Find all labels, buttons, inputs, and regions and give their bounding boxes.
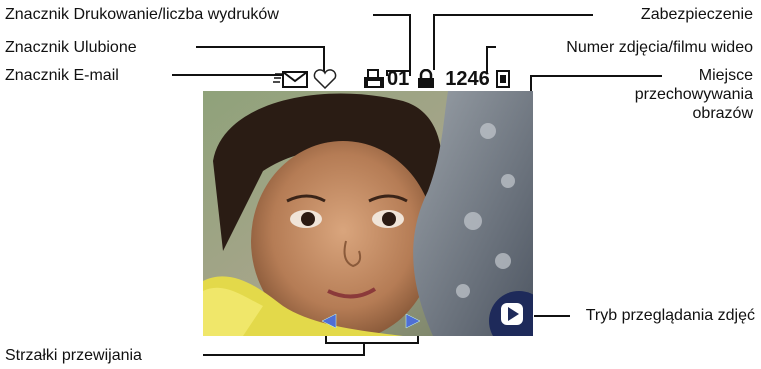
label-number: Numer zdjęcia/filmu wideo [566, 39, 753, 56]
leader-print-h [373, 14, 410, 16]
leader-protect-v [433, 14, 435, 70]
leader-favorite-v [323, 46, 325, 76]
scroll-arrow-left-icon[interactable] [321, 313, 337, 329]
picture-number: 1246 [445, 67, 490, 90]
leader-favorite-h [196, 46, 324, 48]
leader-review [534, 315, 570, 317]
label-favorite: Znacznik Ulubione [5, 39, 137, 56]
leader-print-bracket-l [386, 70, 388, 76]
leader-number-h [486, 46, 496, 48]
photo-preview [203, 91, 533, 336]
lock-icon [417, 68, 435, 89]
scroll-arrow-right-icon[interactable] [405, 313, 421, 329]
status-bar: 01 1246 [273, 67, 510, 91]
label-review: Tryb przeglądania zdjęć [585, 307, 755, 324]
leader-scroll-bracket [325, 342, 419, 344]
leader-scroll-bracket-r [417, 334, 419, 344]
print-icon [363, 69, 385, 89]
label-protect: Zabezpieczenie [640, 6, 753, 23]
label-print: Znacznik Drukowanie/liczba wydruków [5, 6, 279, 23]
leader-print-v [409, 14, 411, 70]
leader-storage-v [530, 75, 532, 91]
leader-protect-h [433, 14, 593, 16]
leader-scroll-v [363, 343, 365, 356]
label-scroll: Strzałki przewijania [5, 347, 142, 364]
print-count: 01 [387, 67, 410, 90]
leader-print-bracket [386, 70, 411, 72]
leader-scroll-h [203, 354, 364, 356]
heart-icon [313, 69, 337, 90]
leader-email [172, 74, 290, 76]
leader-print-bracket-r [409, 70, 411, 76]
storage-card-icon [495, 70, 510, 88]
leader-number-v [486, 46, 488, 74]
email-icon [273, 69, 309, 89]
label-email: Znacznik E-mail [5, 67, 119, 84]
leader-scroll-bracket-l [325, 334, 327, 344]
review-mode-icon [489, 291, 533, 336]
leader-storage-h [530, 75, 662, 77]
label-storage: Miejsce przechowywania obrazów [634, 67, 753, 122]
